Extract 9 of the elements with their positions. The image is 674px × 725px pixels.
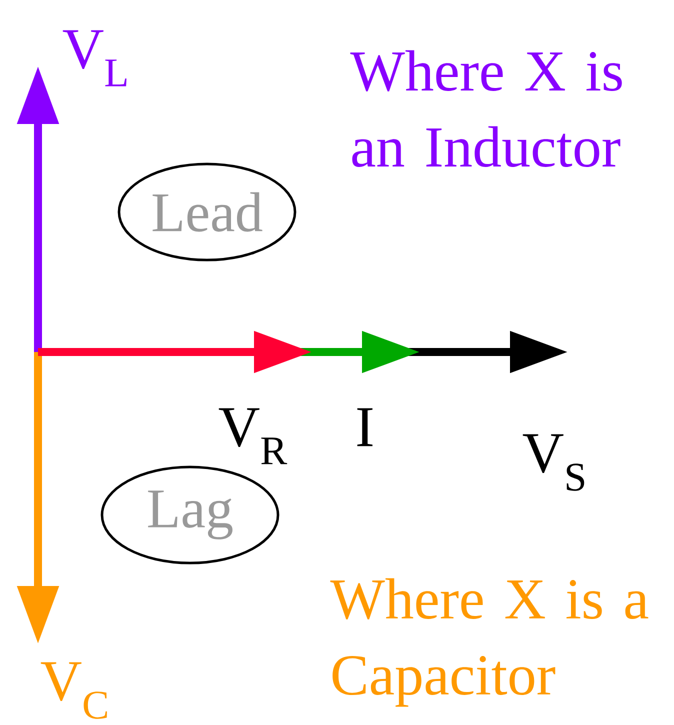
note-text: Where X is an Inductor xyxy=(350,50,622,167)
ellipse-label: Lag xyxy=(100,466,280,564)
phasor-label: V$_{L}$ xyxy=(62,30,126,86)
phasor-label: I xyxy=(357,408,372,446)
ellipse-label: Lead xyxy=(118,162,296,262)
note-text: Where X is a Capacitor xyxy=(330,578,648,707)
phasor-label: V$_{R}$ xyxy=(218,408,288,464)
phasor-label: V$_{C}$ xyxy=(40,662,107,719)
phasor-label: V$_{S}$ xyxy=(522,434,584,491)
